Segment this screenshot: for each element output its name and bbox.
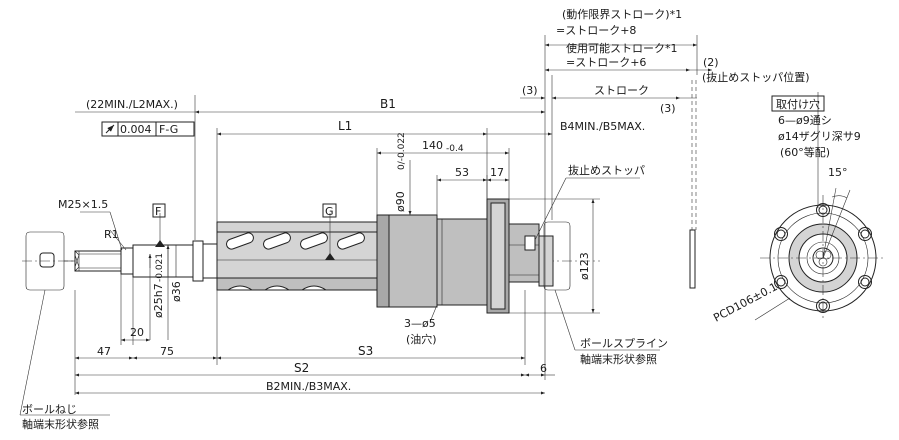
- ball-spline-ref-2: 軸端末形状参照: [580, 352, 657, 366]
- dim-20: 20: [130, 326, 144, 339]
- dim-25-tol: -0.021: [155, 253, 165, 282]
- angle-15: 15°: [828, 166, 848, 179]
- ball-spline-end-detail: [543, 221, 571, 291]
- oil-holes: 3—ø5: [404, 317, 436, 330]
- labels: (動作限界ストローク)*1 =ストローク+8 使用可能ストローク*1 =ストロー…: [22, 7, 861, 431]
- hole-spec-3: (60°等配): [780, 145, 830, 159]
- mounting-hole-label: 取付け穴: [776, 97, 820, 111]
- operating-limit-formula: =ストローク+8: [556, 24, 636, 37]
- mounting-hole-box: [771, 95, 825, 112]
- b1-label: B1: [380, 97, 396, 111]
- usable-stroke: 使用可能ストローク*1: [566, 41, 678, 55]
- dim-90: ø90: [394, 191, 407, 212]
- min-max-left: (22MIN./L2MAX.): [86, 98, 178, 111]
- dim-17: 17: [490, 166, 504, 179]
- dim-36: ø36: [170, 281, 183, 302]
- b4-b5-label: B4MIN./B5MAX.: [560, 120, 645, 133]
- ball-screw-shaft: [74, 240, 218, 282]
- operating-limit-stroke: (動作限界ストローク)*1: [562, 7, 682, 21]
- svg-text:F: F: [155, 205, 161, 218]
- flange-end-view: [754, 187, 886, 321]
- geometric-tolerance-frame: 0.004 F-G: [101, 121, 195, 137]
- dim-90-tol: 0/-0.022: [397, 132, 407, 170]
- b2-b3-label: B2MIN./B3MAX.: [266, 380, 351, 393]
- dim-53: 53: [455, 166, 469, 179]
- ball-screw-ref-1: ボールねじ: [22, 403, 77, 416]
- l1-label: L1: [338, 119, 352, 133]
- side-plate: [689, 80, 697, 289]
- ball-screw-ref-2: 軸端末形状参照: [22, 417, 99, 431]
- stopper-label: 抜止めストッパ: [568, 163, 645, 177]
- hole-spec-2: ø14ザグリ深サ9: [778, 129, 861, 143]
- s3-label: S3: [358, 344, 373, 358]
- stopper-removal-position: (抜止めストッパ位置): [702, 70, 810, 84]
- housing: [376, 198, 554, 314]
- tolerance-datum: F-G: [159, 123, 178, 136]
- datum-f: F: [152, 203, 166, 247]
- radius-label: R1: [104, 228, 119, 241]
- s2-label: S2: [294, 361, 309, 375]
- datum-g: G: [322, 203, 337, 260]
- pcd-label: PCD106±0.1: [711, 280, 779, 325]
- dim-140-tol: -0.4: [446, 144, 464, 154]
- dim-47: 47: [97, 345, 111, 358]
- oil-note: (油穴): [406, 332, 437, 346]
- paren-2: (2): [703, 56, 719, 69]
- dim-25: ø25h7: [152, 283, 165, 318]
- hole-spec-1: 6—ø9通シ: [778, 114, 832, 127]
- ball-spline-ref-1: ボールスプライン: [580, 337, 668, 350]
- dim-6: 6: [540, 362, 547, 375]
- svg-text:G: G: [325, 205, 334, 218]
- dim-140: 140: [422, 139, 443, 152]
- ball-screw-end-detail: [25, 231, 75, 291]
- thread-label: M25×1.5: [58, 198, 108, 211]
- paren-3-right: (3): [660, 102, 676, 115]
- tolerance-value: 0.004: [120, 123, 152, 136]
- usable-formula: =ストローク+6: [566, 56, 646, 69]
- dim-75: 75: [160, 345, 174, 358]
- dim-123: ø123: [578, 252, 591, 280]
- paren-3-left: (3): [522, 84, 538, 97]
- stroke-label: ストローク: [594, 84, 649, 97]
- dimension-lines: [19, 35, 819, 416]
- ball-spline-body: [216, 221, 378, 291]
